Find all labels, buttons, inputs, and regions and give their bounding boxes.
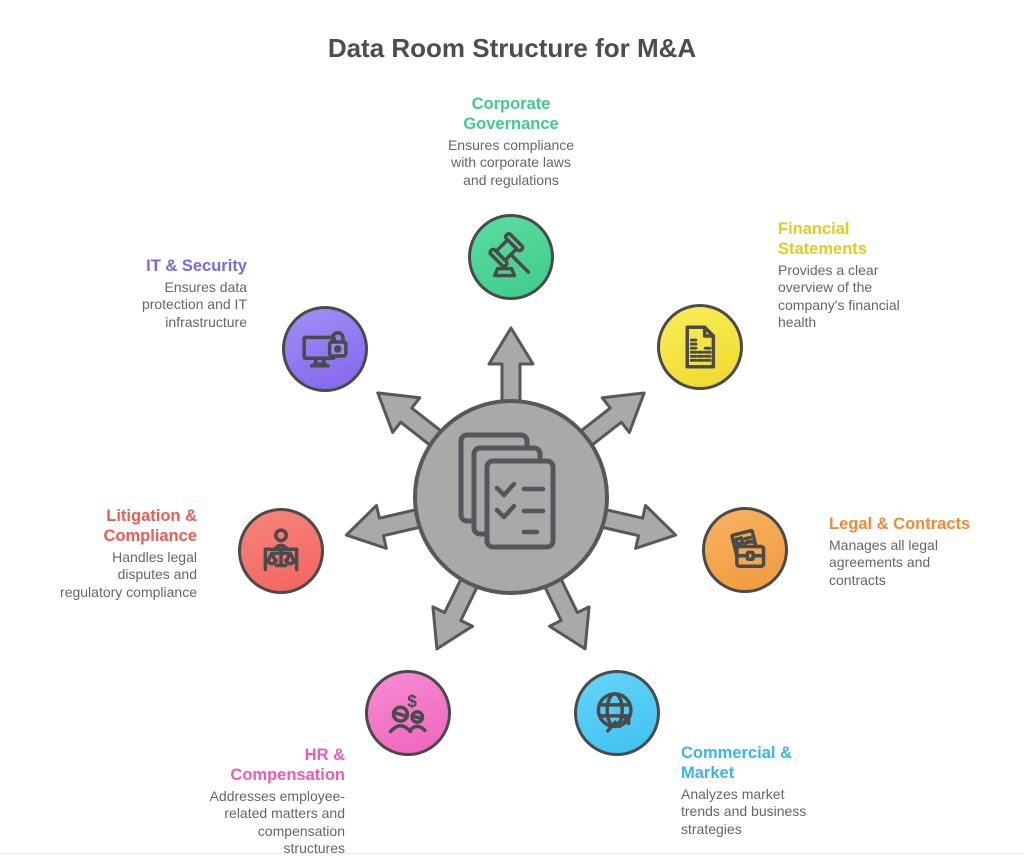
bottom-divider (0, 853, 1024, 854)
node-commercial-market: Commercial & Market Analyzes market tren… (681, 744, 851, 838)
node-corporate-governance: Corporate Governance Ensures compliance … (411, 95, 611, 189)
node-description: Ensures data protection and IT infrastru… (141, 278, 247, 331)
node-circle-litigation-compliance (238, 508, 324, 594)
node-description: Handles legal disputes and regulatory co… (60, 548, 197, 600)
node-title: Corporate Governance (463, 95, 559, 133)
node-circle-hr-compensation: $ (365, 670, 451, 756)
page-title: Data Room Structure for M&A (327, 33, 697, 63)
node-legal-contracts: Legal & Contracts Manages all legal agre… (829, 515, 999, 590)
node-description: Provides a clear overview of the company… (778, 261, 900, 331)
node-circle-commercial-market (574, 670, 660, 756)
node-circle-legal-contracts (702, 507, 788, 593)
stacked-documents-checklist-icon (458, 432, 556, 550)
people-dollar-icon: $ (388, 691, 427, 734)
node-description: Addresses employee- related matters and … (209, 787, 345, 857)
gavel-icon (488, 232, 531, 278)
node-circle-corporate-governance (468, 214, 554, 300)
monitor-lock-icon (302, 331, 348, 368)
financial-report-icon (685, 325, 716, 369)
node-title: IT & Security (146, 257, 247, 275)
node-hr-compensation: HR & Compensation Addresses employee- re… (155, 746, 345, 858)
node-title: Legal & Contracts (829, 515, 971, 533)
node-title: HR & Compensation (230, 746, 345, 784)
node-title: Litigation & Compliance (103, 507, 197, 545)
globe-trend-arrow-icon (596, 692, 633, 733)
node-description: Manages all legal agreements and contrac… (829, 536, 938, 589)
node-description: Analyzes market trends and business stra… (681, 785, 807, 837)
hub-graphic (344, 326, 678, 651)
node-litigation-compliance: Litigation & Compliance Handles legal di… (2, 507, 197, 601)
node-financial-statements: Financial Statements Provides a clear ov… (778, 220, 938, 332)
node-description: Ensures compliance with corporate laws a… (447, 136, 575, 188)
briefcase-documents-icon (730, 528, 766, 568)
node-it-security: IT & Security Ensures data protection an… (67, 257, 247, 332)
node-circle-financial-statements (657, 304, 743, 390)
svg-text:$: $ (407, 691, 417, 711)
node-circle-it-security (282, 306, 368, 392)
person-scales-icon (263, 528, 299, 572)
node-title: Commercial & Market (681, 744, 792, 782)
node-title: Financial Statements (778, 220, 867, 258)
